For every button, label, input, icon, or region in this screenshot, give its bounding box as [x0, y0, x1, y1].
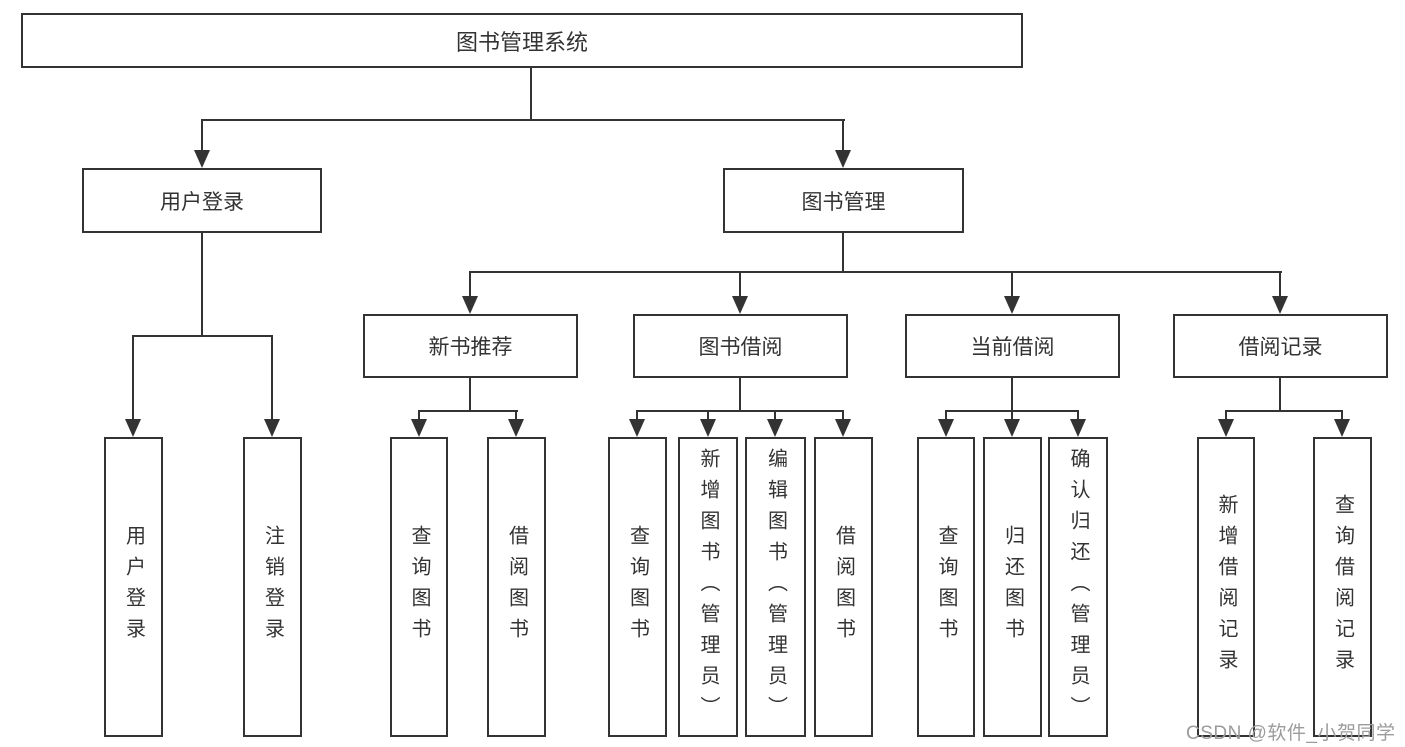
connector-arrow-d1-shaft	[945, 410, 947, 422]
arrowhead-b1	[411, 419, 427, 437]
arrowhead-e2	[1334, 419, 1350, 437]
arrowhead-c4	[835, 419, 851, 437]
leaf-query-borrow-record: 查询借阅记录	[1313, 437, 1372, 737]
connector-arrow-records-shaft	[1279, 271, 1281, 298]
connector-arrow-c1-shaft	[636, 410, 638, 422]
connector-arrow-c3-shaft	[774, 410, 776, 422]
connector-borrowing-stub	[739, 378, 741, 412]
connector-arrow-e1-shaft	[1225, 410, 1227, 422]
arrowhead-d2	[1004, 419, 1020, 437]
connector-user-login-elbow	[132, 335, 273, 337]
connector-root-stub	[530, 68, 532, 121]
leaf-query-books-borrowing: 查询图书	[608, 437, 667, 737]
arrowhead-current	[1004, 296, 1020, 314]
leaf-query-books-current: 查询图书	[917, 437, 975, 737]
leaf-borrow-books-recommend: 借阅图书	[487, 437, 546, 737]
node-borrowing-records: 借阅记录	[1173, 314, 1388, 378]
leaf-query-books-recommend: 查询图书	[390, 437, 448, 737]
node-root: 图书管理系统	[21, 13, 1023, 68]
csdn-watermark: CSDN @软件_小贺同学	[1186, 723, 1396, 744]
arrowhead-newbook	[462, 296, 478, 314]
connector-newbook-elbow	[418, 410, 518, 412]
connector-book-mgmt-stub	[842, 233, 844, 273]
leaf-user-login: 用户登录	[104, 437, 163, 737]
arrowhead-b2	[508, 419, 524, 437]
arrowhead-d1	[938, 419, 954, 437]
node-current-borrowing: 当前借阅	[905, 314, 1120, 378]
leaf-edit-books-admin: 编辑图书（管理员）	[745, 437, 806, 737]
arrowhead-c1	[629, 419, 645, 437]
leaf-add-borrow-record: 新增借阅记录	[1197, 437, 1255, 737]
arrowhead-leaf-logout	[264, 419, 280, 437]
connector-arrow-c2-shaft	[707, 410, 709, 422]
connector-records-stub	[1279, 378, 1281, 412]
connector-arrow-b2-shaft	[515, 410, 517, 422]
node-book-borrowing: 图书借阅	[633, 314, 848, 378]
connector-arrow-c4-shaft	[842, 410, 844, 422]
arrowhead-user-login	[194, 150, 210, 168]
node-user-login: 用户登录	[82, 168, 322, 233]
connector-records-elbow	[1225, 410, 1343, 412]
arrowhead-c2	[700, 419, 716, 437]
connector-current-stub	[1011, 378, 1013, 412]
connector-arrow-user-login-shaft	[201, 119, 203, 152]
arrowhead-borrowing	[732, 296, 748, 314]
connector-arrow-leaf-logout-shaft	[271, 335, 273, 421]
arrowhead-c3	[767, 419, 783, 437]
connector-arrow-b1-shaft	[418, 410, 420, 422]
connector-arrow-d3-shaft	[1077, 410, 1079, 422]
leaf-logout: 注销登录	[243, 437, 302, 737]
connector-arrow-leaf-login-shaft	[132, 335, 134, 421]
leaf-add-books-admin: 新增图书（管理员）	[678, 437, 738, 737]
arrowhead-records	[1272, 296, 1288, 314]
arrowhead-e1	[1218, 419, 1234, 437]
node-new-book-recommend: 新书推荐	[363, 314, 578, 378]
connector-arrow-e2-shaft	[1341, 410, 1343, 422]
connector-arrow-current-shaft	[1011, 271, 1013, 298]
connector-newbook-stub	[469, 378, 471, 412]
arrowhead-leaf-login	[125, 419, 141, 437]
connector-borrowing-elbow	[636, 410, 844, 412]
arrowhead-d3	[1070, 419, 1086, 437]
node-book-management: 图书管理	[723, 168, 964, 233]
connector-level3-elbow	[469, 271, 1282, 273]
connector-level2-elbow	[201, 119, 845, 121]
connector-arrow-newbook-shaft	[469, 271, 471, 298]
leaf-return-books: 归还图书	[983, 437, 1042, 737]
connector-arrow-borrowing-shaft	[739, 271, 741, 298]
connector-user-login-stub	[201, 233, 203, 337]
leaf-confirm-return-admin: 确认归还（管理员）	[1048, 437, 1108, 737]
leaf-borrow-books: 借阅图书	[814, 437, 873, 737]
connector-arrow-book-mgmt-shaft	[842, 119, 844, 152]
connector-arrow-d2-shaft	[1011, 410, 1013, 422]
arrowhead-book-mgmt	[835, 150, 851, 168]
